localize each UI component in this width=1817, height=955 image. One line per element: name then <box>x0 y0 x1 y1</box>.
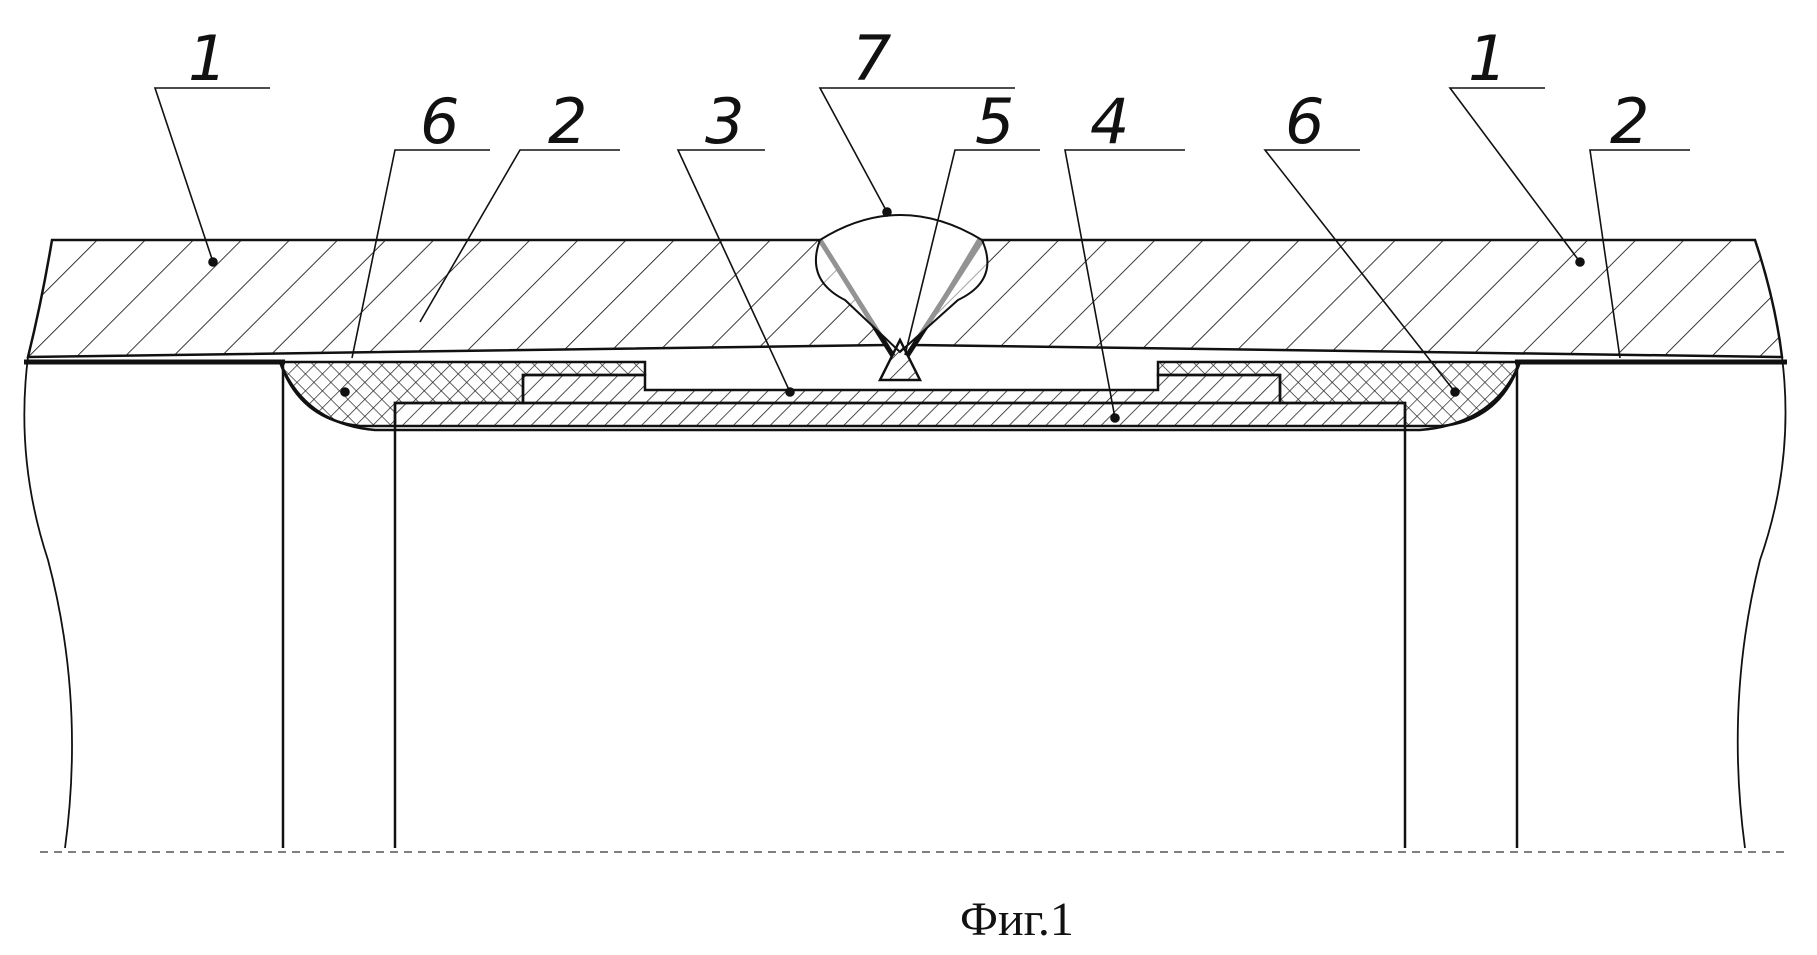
label-inner-insert: 4 <box>1090 85 1129 158</box>
leader-dot <box>340 387 350 397</box>
leader-dot <box>208 257 218 267</box>
pipe-wall-left <box>26 238 888 359</box>
leader-dot <box>785 387 795 397</box>
leader-dot <box>882 207 892 217</box>
root-weld <box>877 337 923 382</box>
leader-5 <box>904 149 1040 356</box>
bore-lines <box>281 362 1519 848</box>
leader-lines <box>153 87 1690 423</box>
label-pipe-right: 1 <box>1468 22 1507 95</box>
leader-dot <box>1575 257 1585 267</box>
label-pipe-left: 1 <box>188 22 227 95</box>
label-coating-left: 2 <box>548 85 587 158</box>
leader-1-right <box>1448 87 1581 263</box>
leader-2-left <box>419 149 620 323</box>
leader-1-left <box>153 87 270 263</box>
break-line-left <box>23 356 73 849</box>
label-sealant-left: 6 <box>420 85 459 158</box>
pipe-wall-right <box>912 238 1784 359</box>
sealant-outline <box>278 361 1522 432</box>
label-root-weld: 5 <box>975 85 1014 158</box>
label-sealant-right: 6 <box>1285 85 1324 158</box>
pipe-wall <box>26 238 1784 359</box>
figure-caption: Фиг.1 <box>960 893 1074 946</box>
leader-dot <box>1450 387 1460 397</box>
leader-3 <box>676 149 791 393</box>
leader-7 <box>818 87 1015 213</box>
leader-dot <box>1110 413 1120 423</box>
leader-4 <box>1064 149 1185 419</box>
leader-6-right <box>1263 149 1456 393</box>
inner-insert <box>393 401 1407 428</box>
leader-2-right <box>1589 149 1690 359</box>
label-coating-right: 2 <box>1610 85 1649 158</box>
leader-6-left <box>351 149 490 359</box>
label-weld-cap: 7 <box>852 22 891 95</box>
label-sleeve: 3 <box>705 85 744 158</box>
break-line-right <box>1736 356 1787 849</box>
